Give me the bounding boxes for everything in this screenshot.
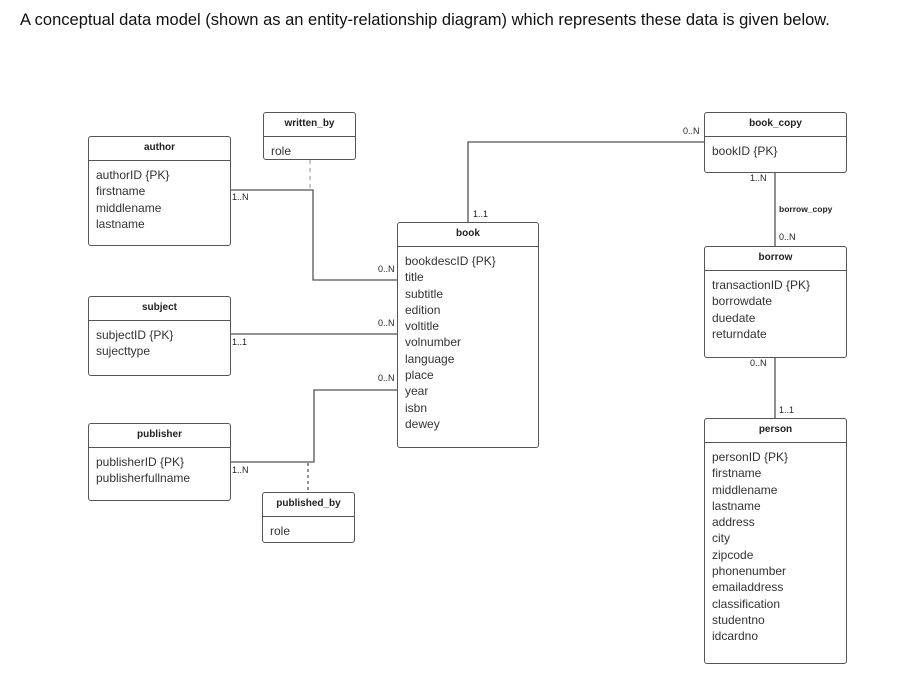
attribute-item: zipcode — [712, 547, 754, 562]
attribute-list: subjectID {PK} sujecttype — [89, 321, 230, 366]
attribute-item: firstname — [712, 466, 762, 481]
entity-title: book — [398, 223, 538, 247]
book-author-cardinality: 0..N — [378, 264, 395, 274]
attribute-item: emailaddress — [712, 580, 784, 595]
entity-title: borrow — [705, 247, 846, 271]
attribute-item: lastname — [96, 216, 145, 231]
entity-title: author — [89, 137, 230, 161]
entity-title: written_by — [264, 113, 355, 137]
book-publisher-cardinality: 0..N — [378, 373, 395, 383]
publisher-cardinality: 1..N — [232, 465, 249, 475]
entity-title: book_copy — [705, 113, 846, 137]
attribute-item: voltitle — [405, 319, 440, 334]
attribute-list: role — [264, 137, 355, 165]
attribute-item: personID {PK} — [712, 450, 789, 464]
attribute-item: title — [405, 270, 424, 285]
attribute-item: role — [271, 144, 292, 158]
attribute-item: idcardno — [712, 629, 759, 644]
attribute-item: firstname — [96, 184, 146, 199]
attribute-item: transactionID {PK} — [712, 278, 811, 292]
author-cardinality: 1..N — [232, 192, 249, 202]
attribute-item: sujecttype — [96, 344, 151, 359]
attribute-item: lastname — [712, 498, 761, 513]
person-cardinality: 1..1 — [779, 405, 795, 415]
entity-title: published_by — [263, 493, 354, 517]
attribute-item: middlename — [712, 482, 778, 497]
attribute-item: city — [712, 531, 730, 546]
attribute-item: borrowdate — [712, 294, 773, 309]
book-subject-cardinality: 0..N — [378, 318, 395, 328]
attribute-list: publisherID {PK} publisherfullname — [89, 448, 230, 493]
attribute-item: duedate — [712, 310, 756, 325]
attribute-item: studentno — [712, 612, 765, 627]
book-bookcopy-line — [467, 141, 704, 222]
attribute-item: isbn — [405, 400, 428, 415]
book-bookcopy-cardinality: 1..1 — [473, 209, 489, 219]
attribute-list: bookID {PK} — [705, 137, 846, 165]
attribute-item: publisherID {PK} — [96, 455, 185, 469]
attribute-item: language — [405, 351, 455, 366]
intro-text: A conceptual data model (shown as an ent… — [20, 11, 830, 29]
entity-title: subject — [89, 297, 230, 321]
attribute-item: bookID {PK} — [712, 144, 778, 158]
attribute-item: dewey — [405, 416, 440, 431]
entity-title: person — [705, 419, 846, 443]
borrow-copy-relationship: borrow_copy — [779, 204, 833, 214]
attribute-item: role — [270, 524, 291, 538]
bookcopy-borrow-cardinality: 1..N — [750, 173, 767, 183]
attribute-item: subtitle — [405, 286, 444, 301]
borrow-copy-cardinality: 0..N — [779, 232, 796, 242]
attribute-item: phonenumber — [712, 564, 787, 579]
attribute-item: publisherfullname — [96, 471, 191, 486]
attribute-item: volnumber — [405, 335, 462, 350]
entity-publisher: publisher publisherID {PK} publisherfullna… — [88, 423, 231, 501]
attribute-item: subjectID {PK} — [96, 328, 174, 342]
entity-book-copy: book_copy bookID {PK} — [704, 112, 847, 173]
attribute-item: authorID {PK} — [96, 168, 170, 182]
attribute-item: place — [405, 368, 434, 383]
publisher-book-line — [231, 389, 397, 463]
author-book-line — [231, 189, 397, 281]
entity-subject: subject subjectID {PK} sujecttype — [88, 296, 231, 376]
attribute-list: role — [263, 517, 354, 545]
attribute-item: classification — [712, 596, 781, 611]
subject-cardinality: 1..1 — [232, 337, 248, 347]
attribute-item: edition — [405, 302, 441, 317]
attribute-item: bookdescID {PK} — [405, 254, 496, 268]
entity-title: publisher — [89, 424, 230, 448]
bookcopy-cardinality: 0..N — [683, 126, 700, 136]
attribute-item: middlename — [96, 200, 162, 215]
borrow-person-cardinality: 0..N — [750, 358, 767, 368]
attribute-item: year — [405, 384, 429, 399]
attribute-item: returndate — [712, 326, 767, 341]
attribute-item: address — [712, 515, 755, 530]
